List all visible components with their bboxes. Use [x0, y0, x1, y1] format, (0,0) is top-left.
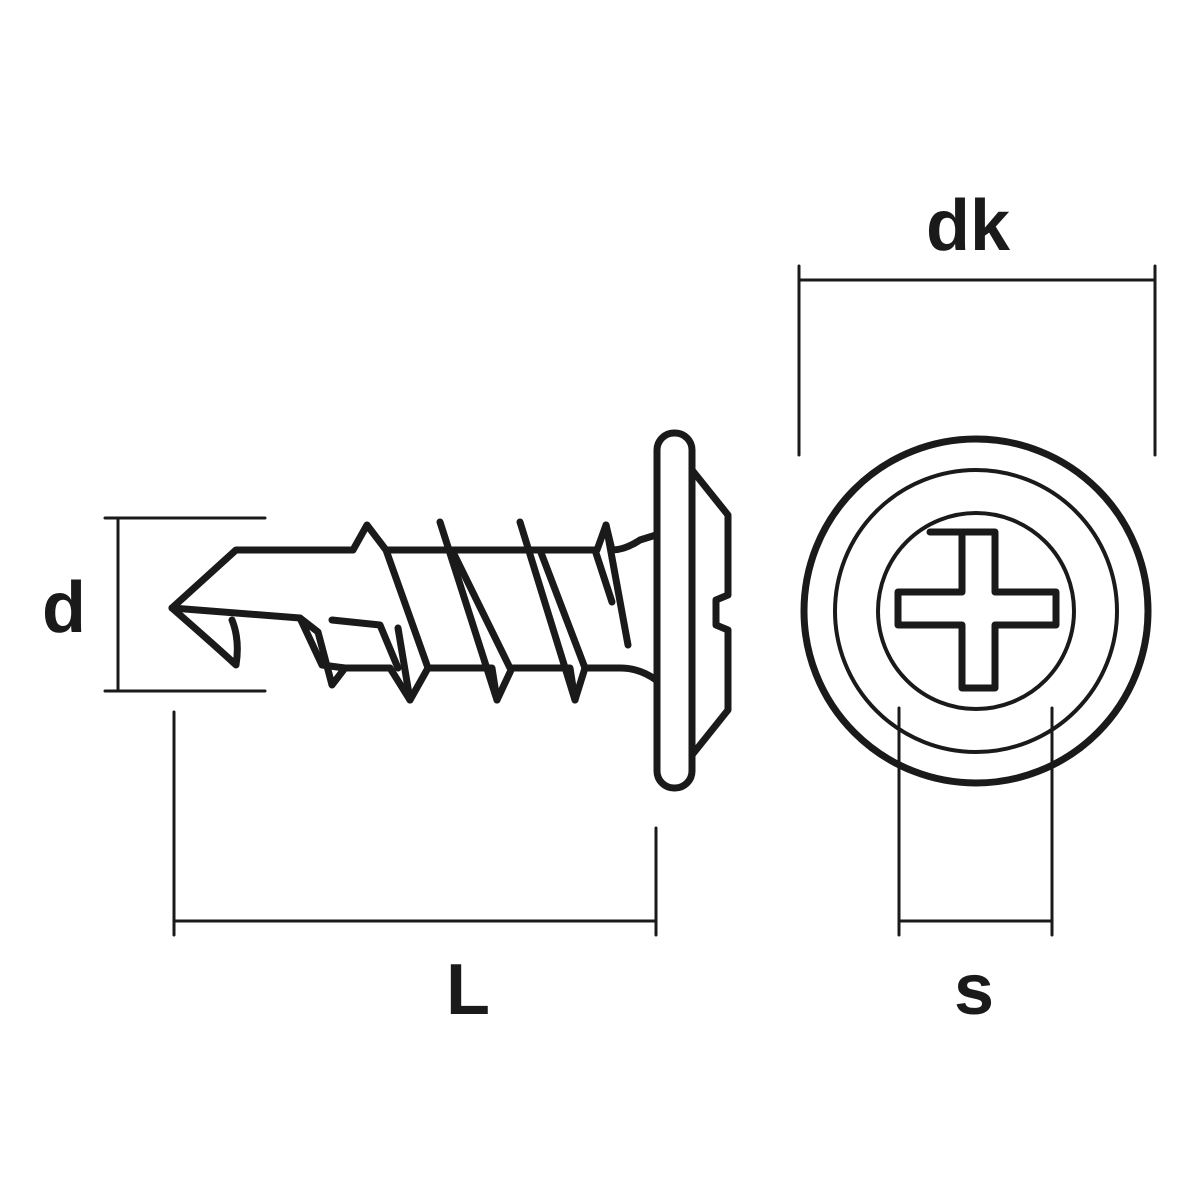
label-s: s: [954, 950, 994, 1030]
dimension-L: [172, 710, 658, 937]
dimension-dk: [797, 264, 1157, 457]
label-dk: dk: [926, 186, 1011, 266]
phillips-cross-icon: [894, 528, 1060, 692]
label-d: d: [42, 568, 86, 648]
screw-head-view: [800, 435, 1152, 787]
dimension-s: [897, 706, 1054, 937]
screw-side-view: [168, 429, 732, 792]
label-L: L: [446, 950, 490, 1030]
dimension-d: [103, 516, 267, 693]
